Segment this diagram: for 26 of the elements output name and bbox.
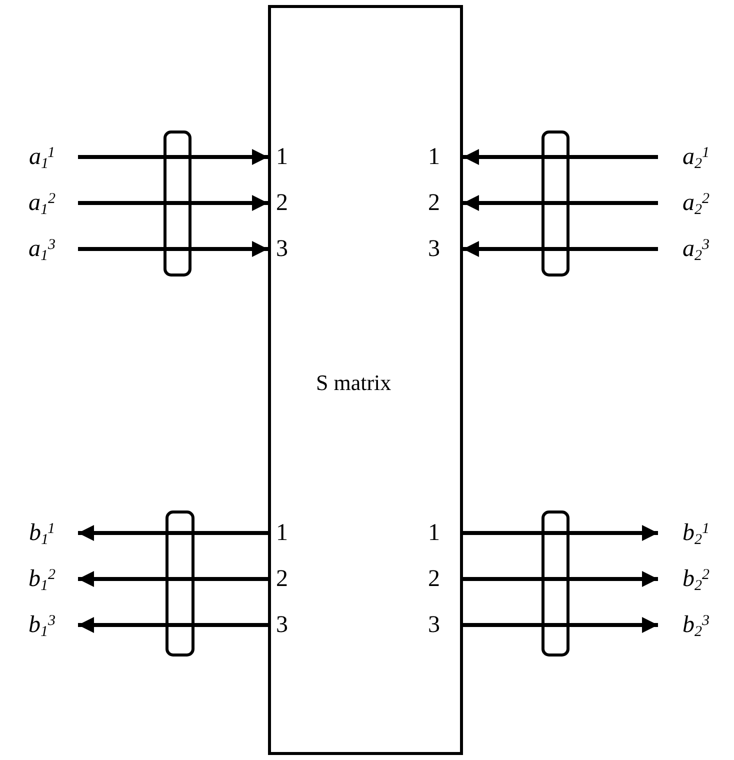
arrow xyxy=(78,149,268,165)
port-number: 2 xyxy=(428,191,440,215)
arrow xyxy=(463,617,658,633)
arrow xyxy=(78,525,268,541)
port-number: 3 xyxy=(276,237,288,261)
port-number: 1 xyxy=(276,145,288,169)
arrow xyxy=(463,241,658,257)
arrow xyxy=(463,571,658,587)
port-number: 2 xyxy=(428,567,440,591)
port-number: 1 xyxy=(276,521,288,545)
arrow xyxy=(463,525,658,541)
port-number: 3 xyxy=(428,237,440,261)
port-number: 2 xyxy=(276,567,288,591)
port-number: 1 xyxy=(428,521,440,545)
arrow xyxy=(78,241,268,257)
matrix-label: S matrix xyxy=(316,369,392,397)
arrow xyxy=(463,149,658,165)
arrow xyxy=(78,571,268,587)
arrow xyxy=(463,195,658,211)
port-number: 2 xyxy=(276,191,288,215)
port-number: 3 xyxy=(428,613,440,637)
arrow xyxy=(78,195,268,211)
arrow xyxy=(78,617,268,633)
port-number: 3 xyxy=(276,613,288,637)
matrix-box xyxy=(268,5,463,755)
port-number: 1 xyxy=(428,145,440,169)
